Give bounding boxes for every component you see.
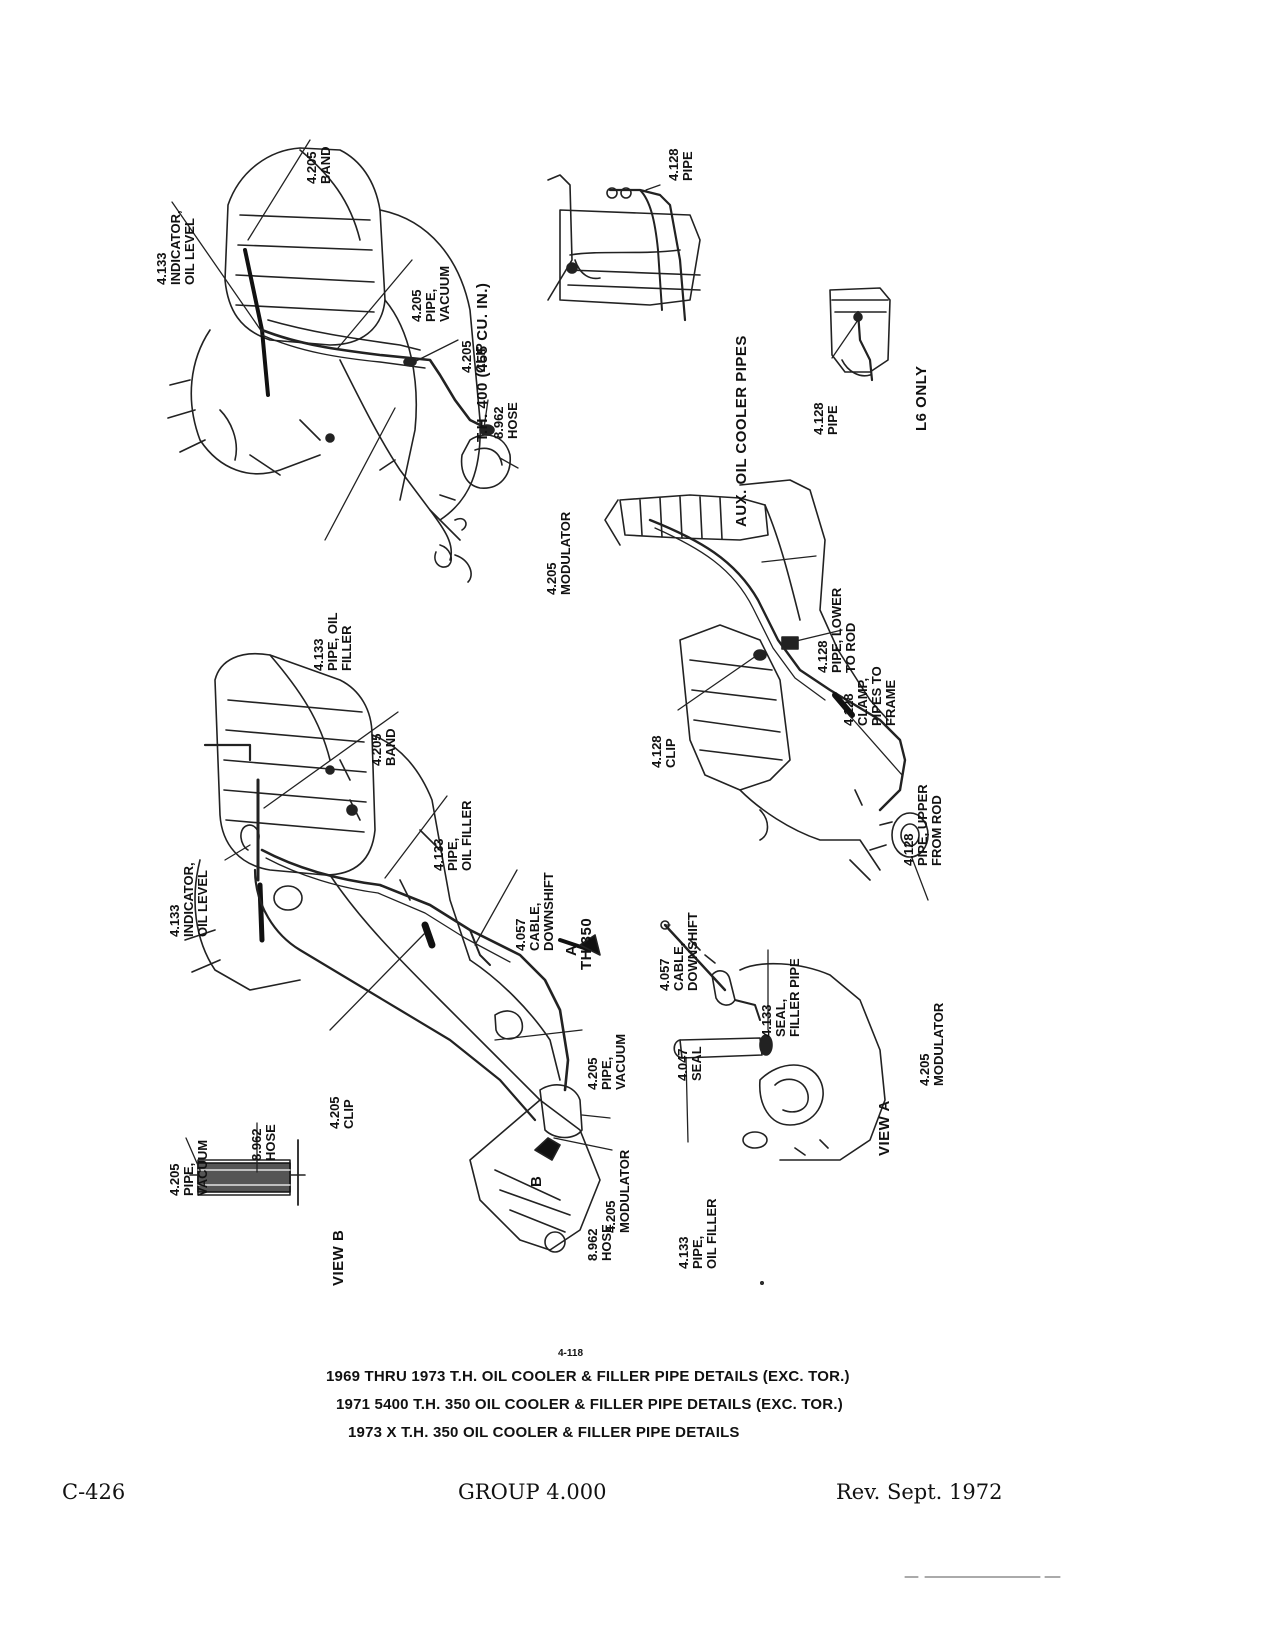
title-th350: TH 350 [578, 917, 595, 970]
view-b-drawing [189, 1139, 306, 1206]
title-aux-oil-cooler-pipes: AUX. OIL COOLER PIPES [733, 335, 750, 527]
leader-lines [171, 139, 929, 1173]
marker-b: B [528, 1175, 545, 1187]
title-l6-only: L6 ONLY [913, 365, 930, 431]
marker-a: A [563, 944, 580, 956]
group-number: GROUP 4.000 [458, 1480, 607, 1504]
title-view-b: VIEW B [330, 1229, 347, 1286]
view-a-drawing [660, 920, 886, 1161]
caption-line-3: 1973 X T.H. 350 OIL COOLER & FILLER PIPE… [348, 1424, 740, 1441]
revision-date: Rev. Sept. 1972 [836, 1480, 1003, 1504]
caption-line-1: 1969 THRU 1973 T.H. OIL COOLER & FILLER … [326, 1368, 850, 1385]
figure-number: 4-118 [558, 1348, 584, 1359]
scan-marks [760, 1281, 1061, 1578]
th350-assembly-drawing [184, 653, 601, 1253]
title-view-a: VIEW A [876, 1100, 893, 1156]
th400-assembly-drawing [167, 147, 511, 583]
frame-pipes-drawing [604, 479, 929, 881]
aux-oil-cooler-pipes-drawing [547, 174, 701, 322]
page-code: C-426 [62, 1480, 126, 1504]
caption-line-2: 1971 5400 T.H. 350 OIL COOLER & FILLER P… [336, 1396, 843, 1413]
l6-only-drawing [829, 287, 891, 382]
